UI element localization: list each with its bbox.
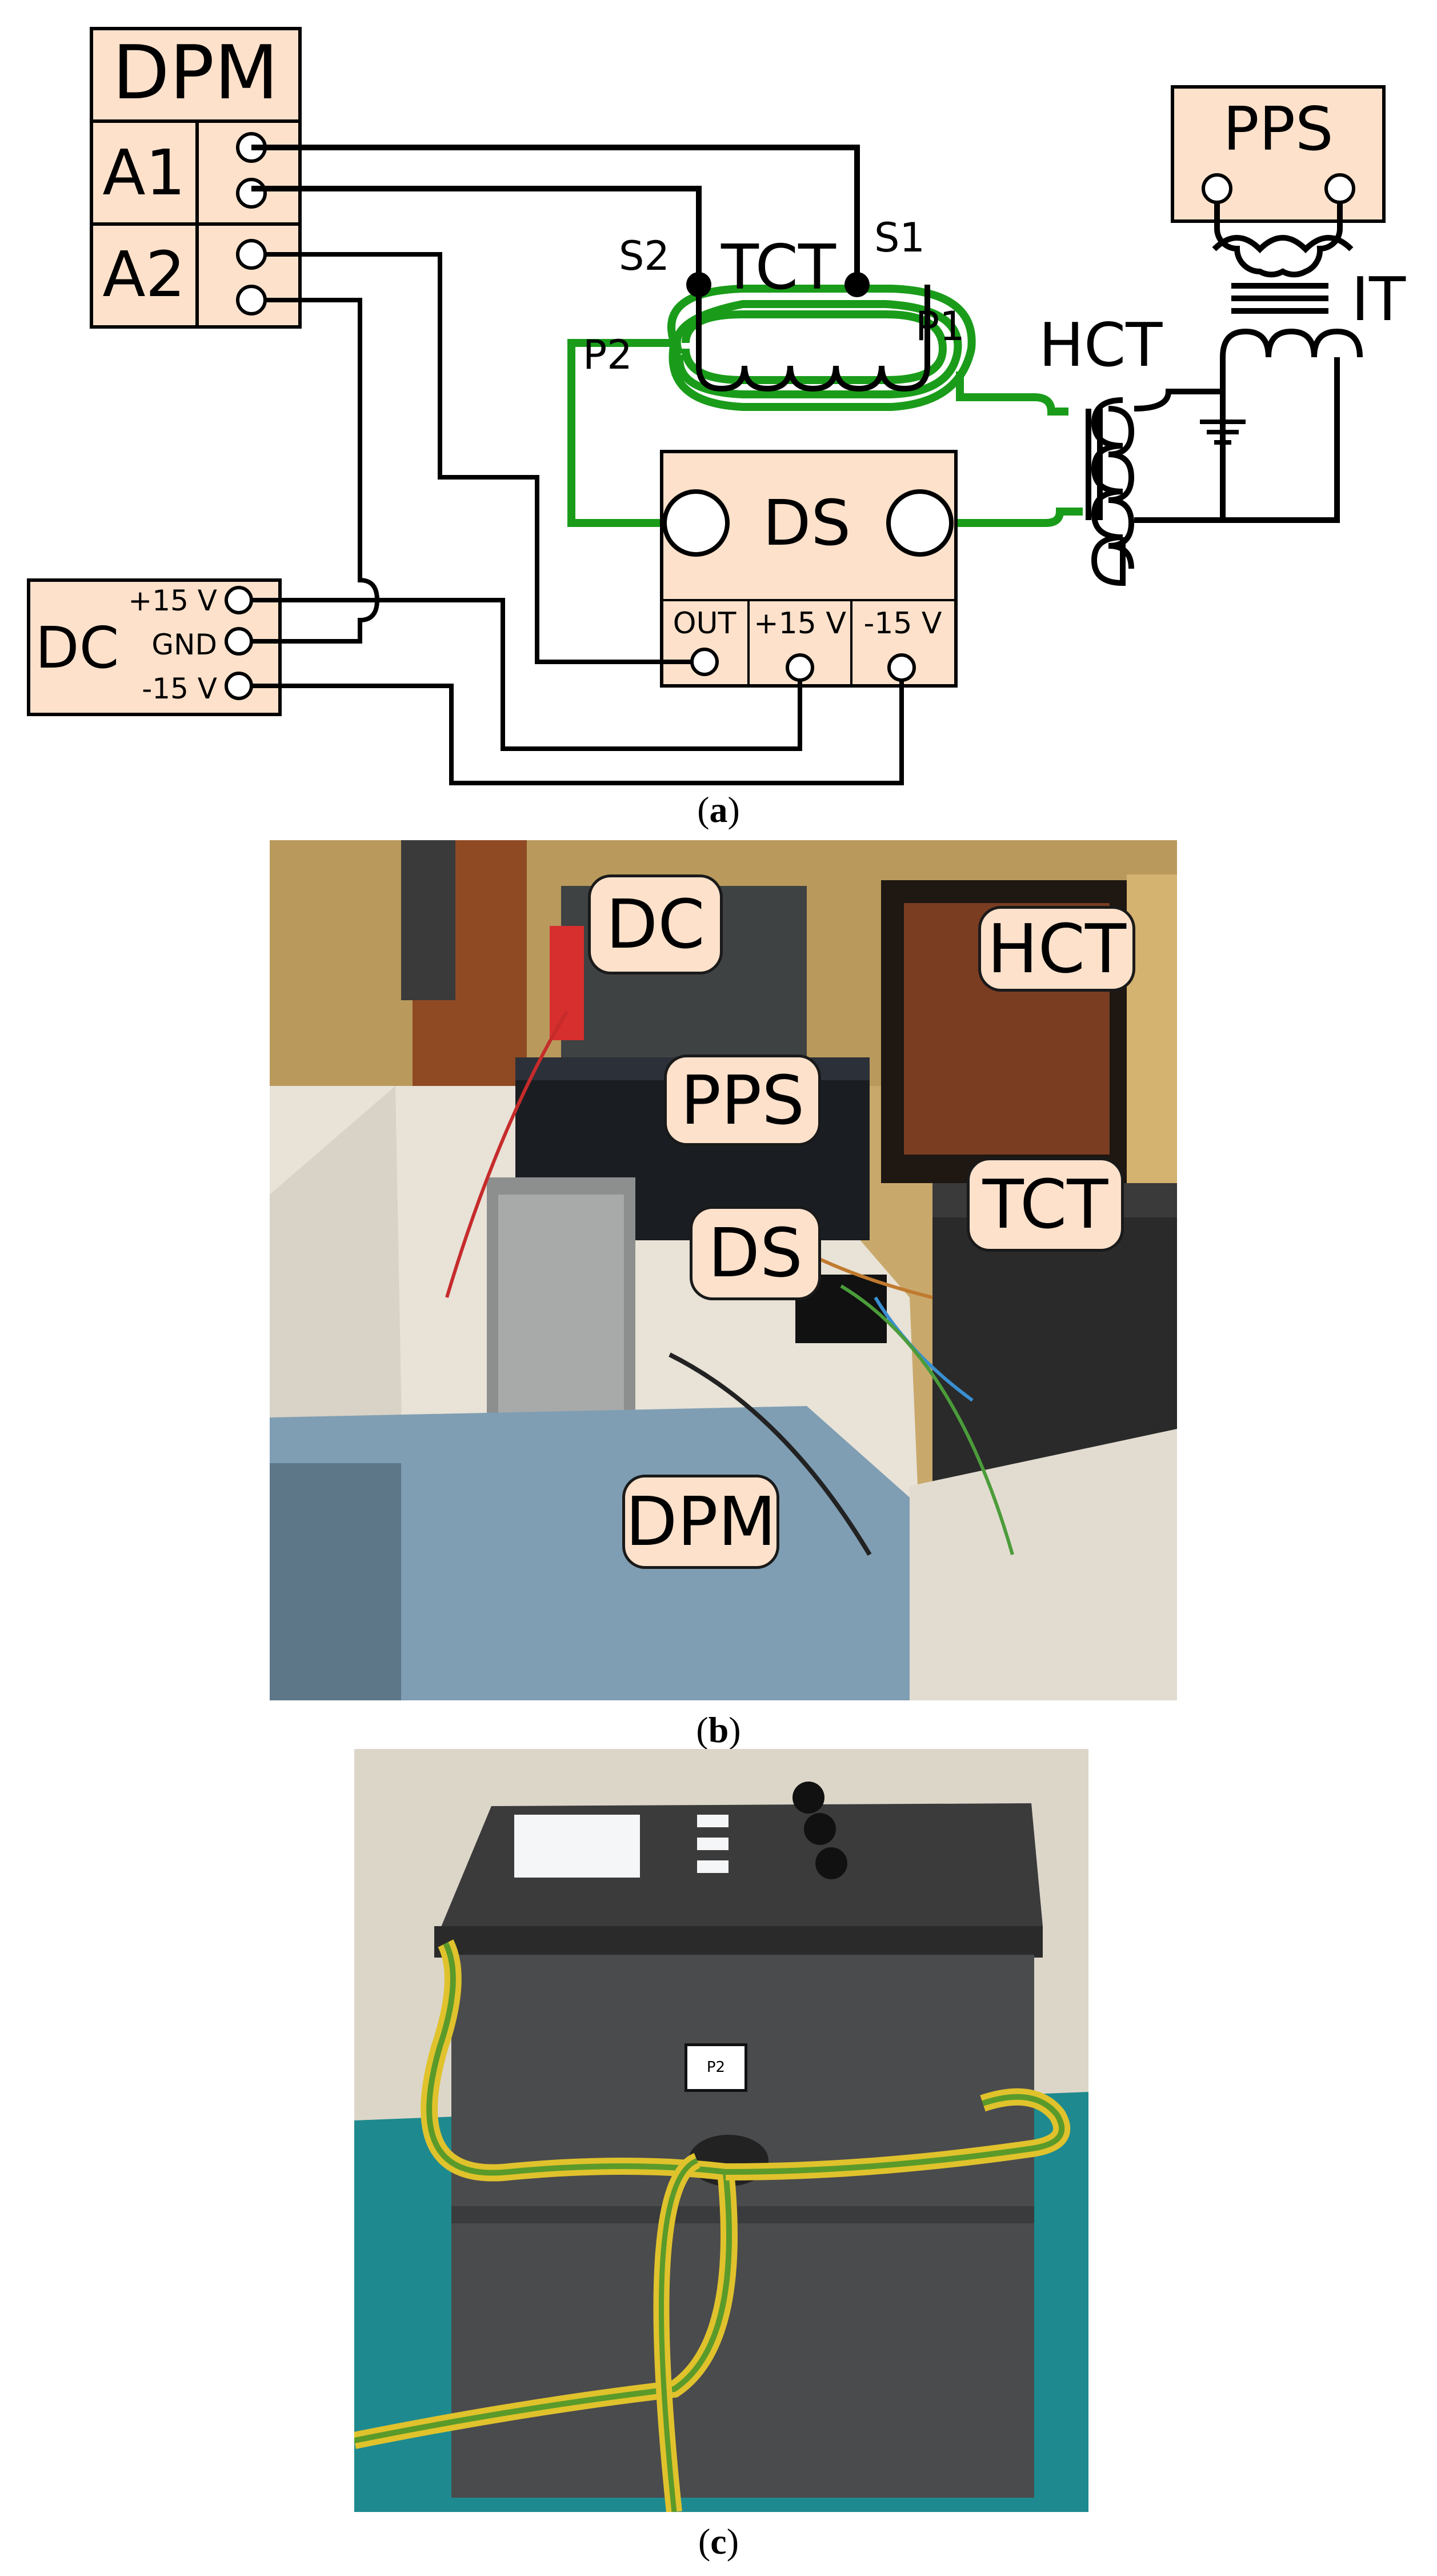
ds-primary-terminal: [886, 489, 954, 557]
dc-gnd-label: GND: [151, 628, 217, 661]
pps-title: PPS: [1223, 94, 1333, 164]
dpm-terminal: [236, 239, 267, 270]
dc-gnd-terminal: [225, 627, 253, 656]
ground-icon: [1200, 400, 1246, 445]
it-label: IT: [1351, 265, 1406, 334]
photo-label-hct: HCT: [978, 906, 1135, 992]
tct-terminal-s2: [686, 272, 711, 297]
tct-secondary-coil: [251, 145, 930, 392]
ds-out-terminal: [690, 648, 719, 676]
dc-pos-label: +15 V: [128, 584, 217, 617]
photo-label-dpm: DPM: [622, 1475, 779, 1569]
lab-setup-photo: DC HCT PPS TCT DS DPM: [270, 840, 1177, 1700]
p1-label: P1: [915, 303, 965, 350]
caption-b: (b): [696, 1710, 741, 1750]
photo-label-ds: DS: [690, 1206, 821, 1300]
s1-label: S1: [874, 214, 925, 261]
ds-title: DS: [763, 486, 851, 560]
tct-box-photo-drawing: [354, 1749, 1088, 2512]
ds-neg-terminal: [887, 653, 916, 682]
tct-box-photo: P2: [354, 1749, 1088, 2512]
schematic-diagram: DPM A1 A2 PPS IT: [27, 27, 1406, 785]
dc-box: DC +15 V GND -15 V: [27, 578, 282, 716]
dpm-terminal: [236, 285, 267, 315]
ds-neg-label: -15 V: [863, 606, 942, 641]
caption-a: (a): [697, 789, 740, 830]
high-current-transformer: [1086, 389, 1226, 586]
ds-pos-terminal: [786, 653, 814, 682]
tct-terminal-s1: [844, 272, 870, 297]
dc-neg-terminal: [225, 672, 253, 700]
p2-label: P2: [583, 332, 633, 378]
caption-c: (c): [698, 2521, 739, 2562]
p2-tag: P2: [685, 2043, 747, 2092]
photo-label-dc: DC: [588, 874, 723, 975]
photo-label-tct: TCT: [967, 1157, 1124, 1252]
dpm-title: DPM: [113, 29, 279, 116]
s2-label: S2: [619, 233, 670, 279]
dc-pos-terminal: [225, 586, 253, 614]
ds-primary-terminal: [662, 489, 730, 557]
dpm-terminal: [236, 178, 267, 209]
dpm-channel-a2: A2: [102, 238, 185, 311]
primary-conductor: [567, 285, 1083, 527]
pps-box: PPS: [1171, 85, 1386, 223]
hct-label: HCT: [1039, 310, 1163, 380]
photo-label-pps: PPS: [664, 1055, 821, 1146]
isolation-transformer: [1134, 202, 1363, 523]
pps-terminal: [1324, 173, 1355, 204]
dpm-box: DPM A1 A2: [90, 27, 302, 329]
signal-wiring: [251, 252, 904, 785]
ds-out-label: OUT: [673, 606, 736, 641]
dc-neg-label: -15 V: [142, 672, 217, 705]
pps-terminal: [1202, 173, 1232, 204]
dc-title: DC: [35, 614, 119, 681]
ds-pos-label: +15 V: [754, 606, 846, 641]
ds-box: DS OUT +15 V -15 V: [660, 450, 958, 688]
tct-label: TCT: [720, 232, 836, 303]
dpm-channel-a1: A1: [102, 136, 185, 209]
